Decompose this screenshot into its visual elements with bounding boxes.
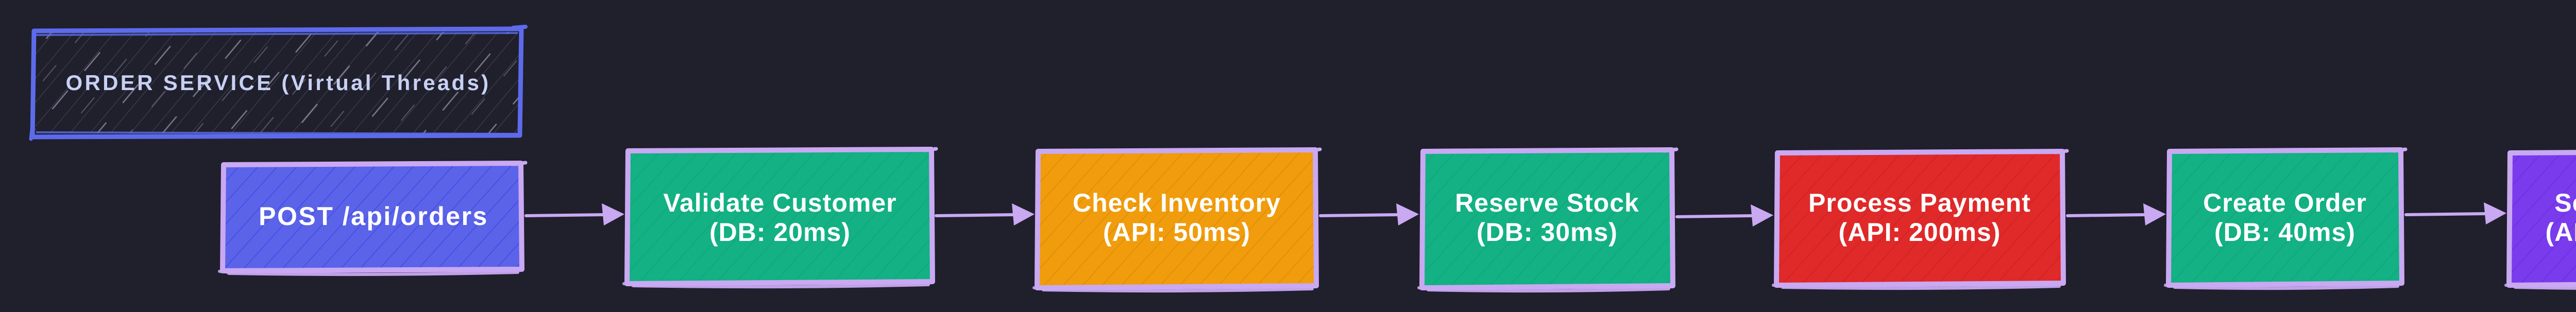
svg-text:Check Inventory: Check Inventory <box>1073 188 1281 217</box>
svg-text:(DB: 30ms): (DB: 30ms) <box>1477 218 1618 247</box>
svg-text:(DB: 40ms): (DB: 40ms) <box>2214 218 2355 247</box>
svg-text:Reserve Stock: Reserve Stock <box>1455 188 1639 217</box>
svg-text:Create Order: Create Order <box>2203 188 2367 217</box>
svg-text:(API: 200ms): (API: 200ms) <box>1839 218 2001 247</box>
svg-text:(API: 50ms): (API: 50ms) <box>1103 218 1250 247</box>
svg-text:(API: 100ms): (API: 100ms) <box>2546 218 2576 247</box>
svg-text:Validate Customer: Validate Customer <box>663 188 896 217</box>
svg-text:ORDER SERVICE (Virtual Threads: ORDER SERVICE (Virtual Threads) <box>66 71 491 95</box>
svg-text:Process Payment: Process Payment <box>1808 188 2031 217</box>
svg-text:Send Email: Send Email <box>2554 188 2576 217</box>
svg-text:POST /api/orders: POST /api/orders <box>259 202 488 231</box>
svg-text:(DB: 20ms): (DB: 20ms) <box>709 218 851 247</box>
